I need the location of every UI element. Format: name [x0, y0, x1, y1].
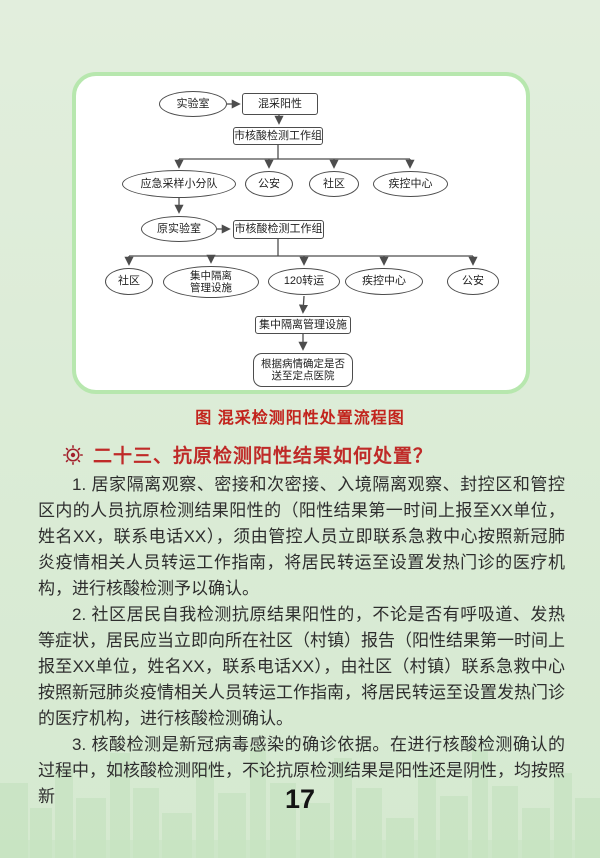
flowchart: 实验室 混采阳性 市核酸检测工作组 应急采样小分队 公安 社区 疾控中心 原实验… [76, 76, 526, 390]
page-number: 17 [284, 784, 316, 814]
node-city-nat-group-2: 市核酸检测工作组 [233, 220, 324, 239]
section-heading-text: 二十三、抗原检测阳性结果如何处置？ [93, 446, 434, 467]
node-city-nat-group-1: 市核酸检测工作组 [233, 127, 323, 145]
paragraph-2: 2. 社区居民自我检测抗原结果阳性的，不论是否有呼吸道、发热等症状，居民应当立即… [38, 605, 565, 728]
node-original-lab: 原实验室 [141, 216, 217, 242]
node-lab: 实验室 [159, 91, 227, 117]
figure-caption: 图 混采检测阳性处置流程图 [195, 410, 405, 427]
paragraph-3: 3. 核酸检测是新冠病毒感染的确诊依据。在进行核酸检测确认的过程中，如核酸检测阳… [38, 735, 565, 806]
node-isolation-facility-ellipse: 集中隔离管理设施 [163, 266, 259, 298]
node-emergency-sampling-team: 应急采样小分队 [122, 170, 236, 198]
node-isolation-facility-ellipse-label: 集中隔离管理设施 [190, 269, 232, 294]
flowchart-panel: 实验室 混采阳性 市核酸检测工作组 应急采样小分队 公安 社区 疾控中心 原实验… [72, 72, 530, 394]
node-community-1: 社区 [309, 171, 359, 197]
city-skyline-graphic [0, 746, 600, 858]
node-cdc-1: 疾控中心 [373, 171, 448, 197]
node-police-1: 公安 [245, 171, 293, 197]
paragraph-1: 1. 居家隔离观察、密接和次密接、入境隔离观察、封控区和管控区内的人员抗原检测结… [38, 475, 565, 598]
node-mixed-positive: 混采阳性 [242, 93, 318, 115]
node-police-2: 公安 [447, 268, 499, 295]
section-heading: 二十三、抗原检测阳性结果如何处置？ [62, 441, 433, 468]
node-cdc-2: 疾控中心 [345, 268, 423, 295]
virus-icon [63, 444, 83, 465]
node-community-2: 社区 [105, 268, 153, 295]
flowchart-connectors [124, 99, 478, 351]
node-isolation-facility-rect: 集中隔离管理设施 [255, 316, 351, 334]
node-final-decision: 根据病情确定是否送至定点医院 [253, 353, 353, 387]
node-120-transfer: 120转运 [268, 268, 340, 295]
body-text: 1. 居家隔离观察、密接和次密接、入境隔离观察、封控区和管控区内的人员抗原检测结… [38, 472, 565, 810]
node-final-decision-label: 根据病情确定是否送至定点医院 [261, 357, 345, 382]
